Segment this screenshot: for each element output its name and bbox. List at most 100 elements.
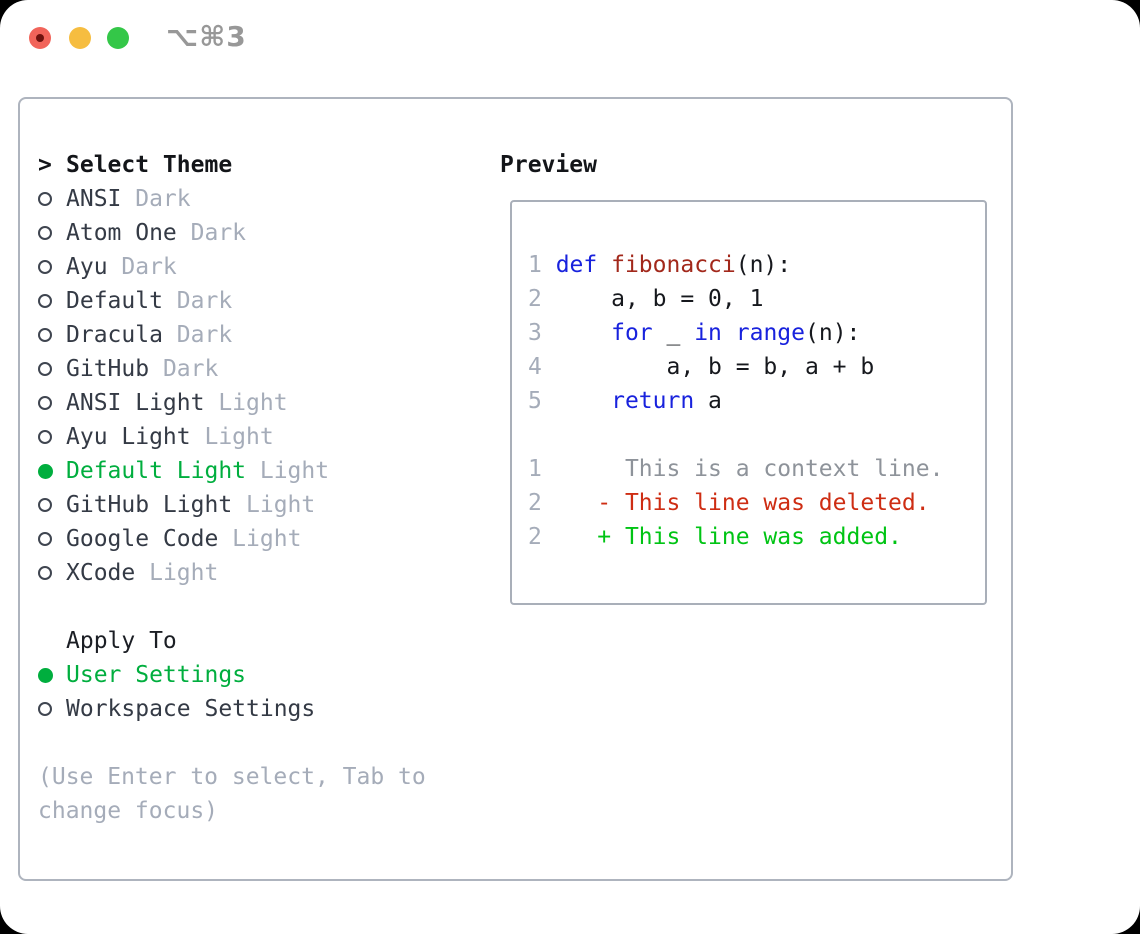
theme-variant: Light: [135, 560, 219, 586]
theme-variant: Light: [204, 390, 288, 416]
radio-unselected-icon: [38, 294, 52, 308]
radio-marker: [38, 532, 66, 546]
preview-line: 1 def fibonacci(n):: [528, 248, 985, 282]
theme-name: Default Light: [66, 458, 247, 484]
spacer-row: [38, 726, 478, 760]
radio-marker: [38, 430, 66, 444]
help-text-line-1: (Use Enter to select, Tab to: [38, 764, 426, 790]
zoom-button-icon[interactable]: [107, 27, 129, 49]
theme-picker-title-row: >Select Theme: [38, 148, 478, 182]
radio-unselected-icon: [38, 260, 52, 274]
radio-unselected-icon: [38, 328, 52, 342]
preview-line: 2 + This line was added.: [528, 520, 985, 554]
radio-unselected-icon: [38, 396, 52, 410]
theme-name: Atom One: [66, 220, 177, 246]
preview-line: 5 return a: [528, 384, 985, 418]
minimize-button-icon[interactable]: [69, 27, 91, 49]
theme-name: Ayu Light: [66, 424, 191, 450]
preview-line: 4 a, b = b, a + b: [528, 350, 985, 384]
theme-name: GitHub Light: [66, 492, 233, 518]
code-segment: (n):: [735, 252, 792, 278]
radio-unselected-icon: [38, 498, 52, 512]
line-number: 2: [528, 524, 556, 550]
theme-variant: Light: [190, 424, 274, 450]
theme-option[interactable]: ANSI Dark: [38, 182, 478, 216]
apply-to-title: Apply To: [66, 628, 177, 654]
apply-option-label: User Settings: [66, 662, 247, 688]
code-segment: fibonacci: [611, 252, 736, 278]
theme-name: Google Code: [66, 526, 219, 552]
theme-name: XCode: [66, 560, 136, 586]
focus-marker: >: [38, 152, 66, 178]
window-shortcut-label: ⌥⌘3: [166, 20, 247, 53]
code-segment: _: [652, 320, 695, 346]
theme-option[interactable]: Ayu Dark: [38, 250, 478, 284]
radio-selected-icon: [38, 463, 53, 479]
radio-unselected-icon: [38, 362, 52, 376]
radio-selected-icon: [38, 667, 53, 683]
code-segment: - This line was deleted.: [555, 490, 930, 516]
preview-line: 2 a, b = 0, 1: [528, 282, 985, 316]
radio-marker: [38, 328, 66, 342]
preview-line: 3 for _ in range(n):: [528, 316, 985, 350]
code-segment: a, b = 0, 1: [555, 286, 764, 312]
theme-option[interactable]: Google Code Light: [38, 522, 478, 556]
line-number: 1: [528, 456, 556, 482]
radio-unselected-icon: [38, 532, 52, 546]
theme-variant: Dark: [176, 220, 247, 246]
radio-unselected-icon: [38, 430, 52, 444]
theme-option[interactable]: Dracula Dark: [38, 318, 478, 352]
radio-marker: [38, 498, 66, 512]
theme-option[interactable]: Atom One Dark: [38, 216, 478, 250]
theme-option[interactable]: XCode Light: [38, 556, 478, 590]
theme-variant: Light: [232, 492, 316, 518]
radio-marker: [38, 226, 66, 240]
theme-option[interactable]: Default Light Light: [38, 454, 478, 488]
line-number: 2: [528, 286, 556, 312]
theme-option[interactable]: Ayu Light Light: [38, 420, 478, 454]
code-segment: [722, 320, 736, 346]
theme-variant: Light: [246, 458, 330, 484]
close-button-icon[interactable]: [29, 27, 51, 49]
radio-marker: [38, 396, 66, 410]
theme-variant: Dark: [162, 288, 233, 314]
code-segment: [597, 252, 611, 278]
theme-name: Default: [66, 288, 163, 314]
apply-option[interactable]: Workspace Settings: [38, 692, 478, 726]
radio-marker: [38, 260, 66, 274]
theme-option[interactable]: GitHub Dark: [38, 352, 478, 386]
preview-title: Preview: [500, 152, 597, 178]
apply-to-title-row: Apply To: [38, 624, 478, 658]
code-segment: This is a context line.: [555, 456, 944, 482]
preview-line: [528, 418, 985, 452]
preview-line: 2 - This line was deleted.: [528, 486, 985, 520]
theme-name: GitHub: [66, 356, 150, 382]
radio-unselected-icon: [38, 226, 52, 240]
theme-option[interactable]: GitHub Light Light: [38, 488, 478, 522]
radio-marker: [38, 294, 66, 308]
code-segment: return: [611, 388, 695, 414]
radio-marker: [38, 362, 66, 376]
theme-option[interactable]: Default Dark: [38, 284, 478, 318]
line-number: 5: [528, 388, 556, 414]
line-number: 2: [528, 490, 556, 516]
line-number: 3: [528, 320, 556, 346]
spacer-row: [38, 590, 478, 624]
code-segment: [556, 320, 611, 346]
apply-option[interactable]: User Settings: [38, 658, 478, 692]
radio-unselected-icon: [38, 702, 52, 716]
preview-line: 1 This is a context line.: [528, 452, 985, 486]
code-segment: def: [555, 252, 598, 278]
theme-name: Ayu: [66, 254, 108, 280]
code-segment: + This line was added.: [555, 524, 902, 550]
titlebar: ⌥⌘3: [0, 0, 1140, 74]
theme-variant: Dark: [162, 322, 233, 348]
theme-option[interactable]: ANSI Light Light: [38, 386, 478, 420]
radio-marker: [38, 667, 66, 683]
code-segment: [556, 388, 611, 414]
code-segment: a, b = b, a + b: [555, 354, 875, 380]
